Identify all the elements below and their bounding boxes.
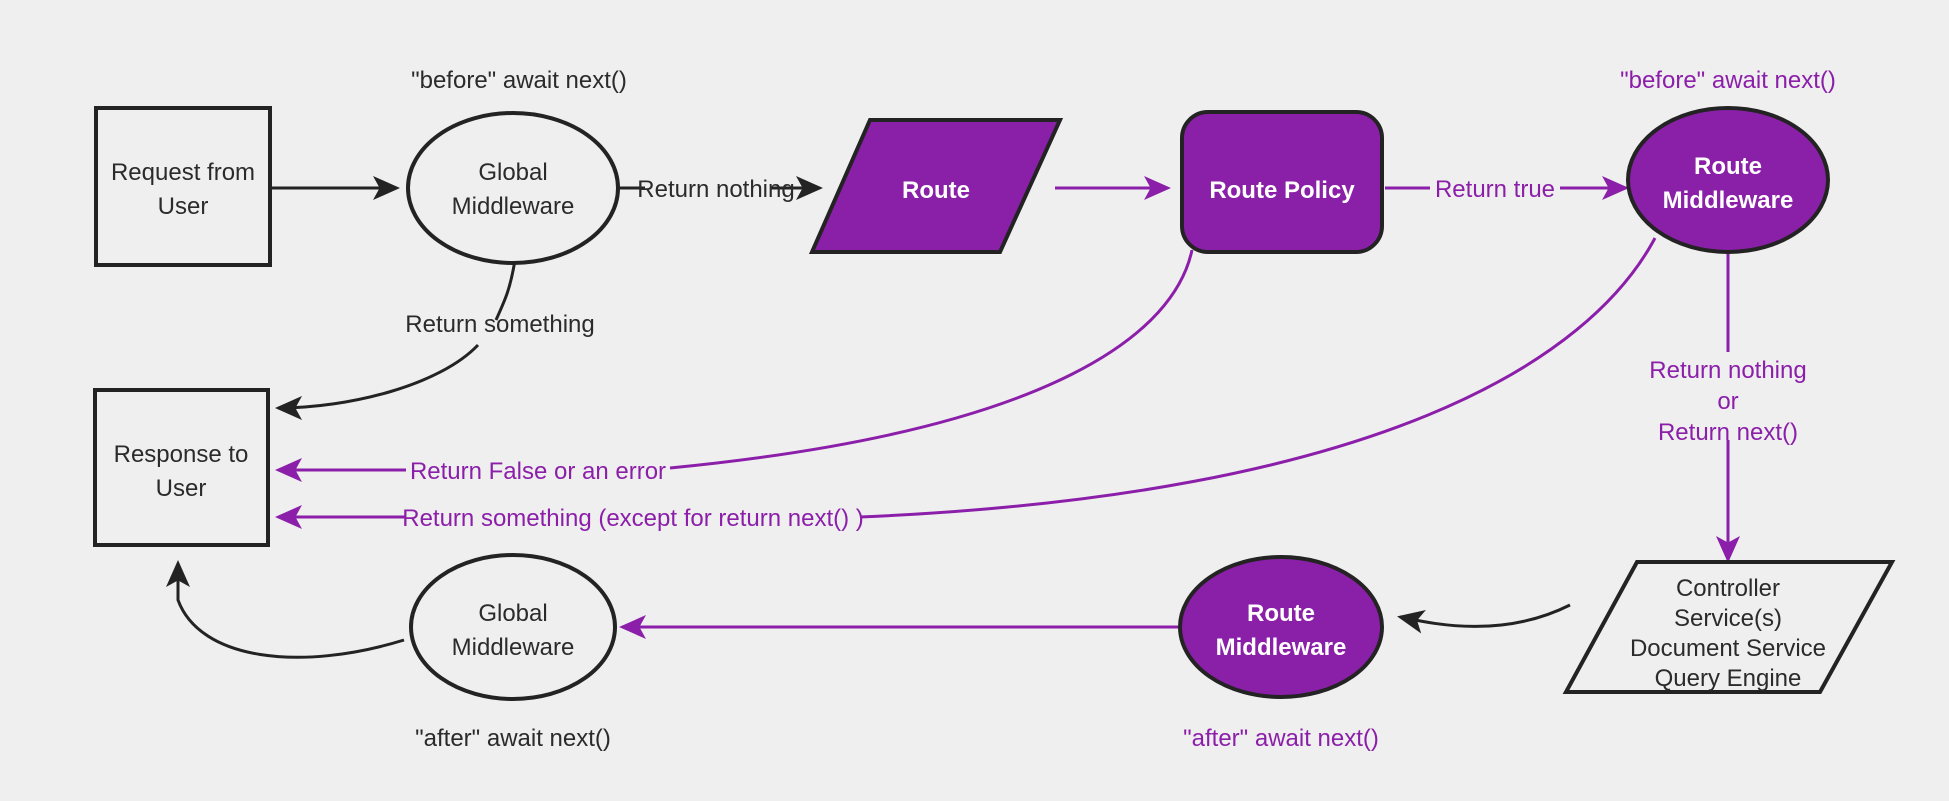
node-request-from-user[interactable]: Request from User <box>94 106 272 267</box>
global-middleware-bottom-shape <box>409 553 617 701</box>
route-middleware-bottom-label-line2: Middleware <box>1216 634 1347 661</box>
node-route-middleware-bottom[interactable]: Route Middleware <box>1178 555 1384 699</box>
edge-label-return-true: Return true <box>1435 176 1555 203</box>
route-middleware-bottom-label-line1: Route <box>1247 600 1315 627</box>
controller-stack-shape <box>1562 560 1896 694</box>
edge-label-return-nothing-or-line1: Return nothing <box>1649 357 1806 384</box>
controller-stack-label-line1: Controller <box>1676 575 1780 602</box>
edge-route-policy-false-curve <box>669 249 1194 470</box>
annotation-after-await-next-left: "after" await next() <box>415 725 611 752</box>
route-policy-label: Route Policy <box>1209 177 1355 204</box>
controller-stack-label-line3: Document Service <box>1630 635 1826 662</box>
annotation-before-await-next-right: "before" await next() <box>1620 67 1836 94</box>
route-middleware-top-shape <box>1626 106 1830 254</box>
response-to-user-label-line1: Response to <box>114 441 249 468</box>
node-global-middleware-bottom[interactable]: Global Middleware <box>409 553 617 701</box>
node-route-policy[interactable]: Route Policy <box>1180 110 1384 254</box>
node-route[interactable]: Route <box>808 118 1064 254</box>
edge-label-return-nothing-or-line2: or <box>1717 388 1738 415</box>
edge-controller-to-route-middleware-bottom <box>1397 603 1571 634</box>
request-from-user-label-line1: Request from <box>111 159 255 186</box>
edge-label-return-something-except: Return something (except for return next… <box>402 505 864 532</box>
edge-global-middleware-down-stub <box>494 259 517 321</box>
edge-label-return-nothing: Return nothing <box>637 176 794 203</box>
route-middleware-top-label-line2: Middleware <box>1663 187 1794 214</box>
annotation-before-await-next-left: "before" await next() <box>411 67 627 94</box>
request-from-user-label-line2: User <box>158 193 209 220</box>
route-middleware-top-label-line1: Route <box>1694 153 1762 180</box>
node-controller-stack[interactable]: Controller Service(s) Document Service Q… <box>1562 560 1896 694</box>
route-shape <box>808 118 1064 254</box>
node-global-middleware-top[interactable]: Global Middleware <box>406 111 620 265</box>
annotation-after-await-next-right: "after" await next() <box>1183 725 1379 752</box>
request-from-user-shape <box>94 106 272 267</box>
node-route-middleware-top[interactable]: Route Middleware <box>1626 106 1830 254</box>
global-middleware-top-label-line2: Middleware <box>452 193 575 220</box>
global-middleware-top-label-line1: Global <box>478 159 547 186</box>
route-policy-shape <box>1180 110 1384 254</box>
response-to-user-shape <box>93 388 270 547</box>
route-middleware-bottom-shape <box>1178 555 1384 699</box>
global-middleware-bottom-label-line2: Middleware <box>452 634 575 661</box>
controller-stack-label-line2: Service(s) <box>1674 605 1782 632</box>
global-middleware-top-shape <box>406 111 620 265</box>
edge-route-middleware-something-curve <box>859 237 1657 519</box>
edge-return-something-to-response <box>275 343 480 420</box>
edge-label-return-false-or-error: Return False or an error <box>410 458 666 485</box>
global-middleware-bottom-label-line1: Global <box>478 600 547 627</box>
edge-label-return-something-top: Return something <box>405 311 594 338</box>
response-to-user-label-line2: User <box>156 475 207 502</box>
node-response-to-user[interactable]: Response to User <box>93 388 270 547</box>
route-label: Route <box>902 177 970 204</box>
edge-global-middleware-bottom-to-response <box>166 560 405 659</box>
controller-stack-label-line4: Query Engine <box>1655 665 1802 692</box>
edge-label-return-nothing-or-line3: Return next() <box>1658 419 1798 446</box>
